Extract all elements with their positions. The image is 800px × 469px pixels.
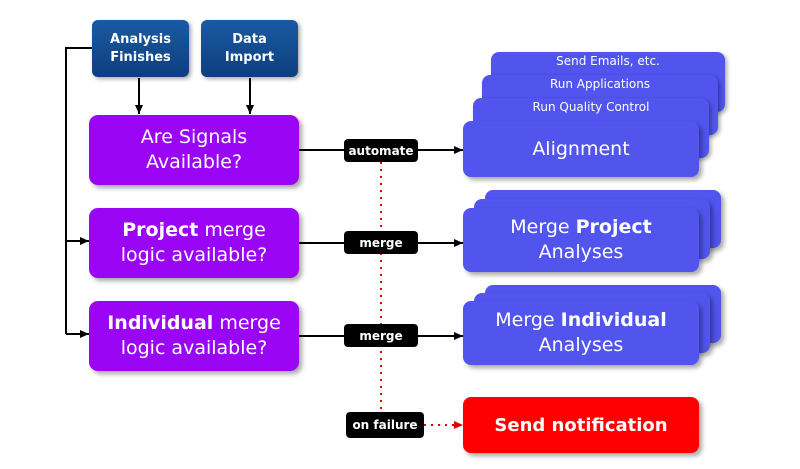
automate-tag: automate	[344, 139, 418, 162]
bus-line	[65, 47, 92, 334]
merge-individual-line1: Merge Individual	[495, 308, 666, 333]
project-decision-bold: Project	[122, 219, 199, 241]
merge-individual-prefix: Merge	[495, 309, 561, 331]
run-quality-control-label: Run Quality Control	[532, 100, 650, 114]
project-decision-line1: Project merge	[122, 218, 266, 243]
data-import-node[interactable]: Data Import	[201, 20, 298, 77]
merge-project-line1: Merge Project	[510, 215, 651, 240]
merge-project-line2: Analyses	[538, 241, 624, 263]
project-decision-node[interactable]: Project merge logic available?	[89, 208, 299, 278]
merge-individual-node[interactable]: Merge Individual Analyses	[463, 301, 699, 365]
data-import-line1: Data	[232, 31, 267, 47]
analysis-finishes-node[interactable]: Analysis Finishes	[92, 20, 189, 77]
individual-decision-line1: Individual merge	[107, 311, 281, 336]
individual-decision-line2: logic available?	[120, 337, 268, 359]
project-decision-line2: logic available?	[120, 244, 268, 266]
merge-individual-line2: Analyses	[538, 334, 624, 356]
merge-project-bold: Project	[575, 216, 652, 238]
individual-decision-node[interactable]: Individual merge logic available?	[89, 301, 299, 371]
send-notification-label: Send notification	[494, 414, 668, 436]
analysis-finishes-line2: Finishes	[110, 49, 171, 65]
on-failure-tag: on failure	[346, 412, 424, 438]
merge-project-prefix: Merge	[510, 216, 576, 238]
individual-decision-rest: merge	[213, 312, 281, 334]
alignment-label: Alignment	[532, 137, 630, 160]
project-decision-rest: merge	[198, 219, 266, 241]
run-applications-label: Run Applications	[549, 77, 651, 91]
merge-project-node[interactable]: Merge Project Analyses	[463, 208, 699, 272]
individual-decision-bold: Individual	[107, 312, 214, 334]
signals-decision-node[interactable]: Are Signals Available?	[89, 115, 299, 185]
send-emails-label: Send Emails, etc.	[556, 54, 660, 68]
send-notification-node[interactable]: Send notification	[463, 397, 699, 453]
merge-project-tag: merge	[344, 231, 418, 254]
merge-individual-bold: Individual	[560, 309, 667, 331]
alignment-node[interactable]: Alignment	[463, 121, 699, 177]
signals-line2: Available?	[145, 151, 243, 173]
analysis-finishes-line1: Analysis	[110, 31, 171, 47]
data-import-line2: Import	[224, 49, 275, 65]
signals-line1: Are Signals	[140, 126, 248, 148]
merge-individual-tag: merge	[344, 324, 418, 347]
